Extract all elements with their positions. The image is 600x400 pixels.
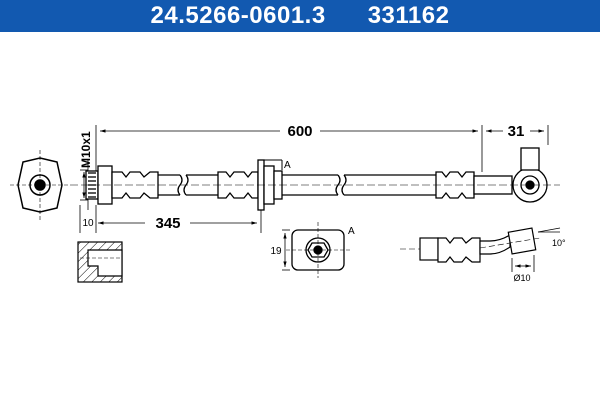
end-offset-dimension bbox=[486, 125, 549, 145]
mid-bracket-offset-label: 345 bbox=[155, 215, 180, 232]
reference-number: 331162 bbox=[367, 2, 450, 29]
bracket-width-dimension bbox=[282, 229, 290, 271]
section-a-marker-label: A bbox=[284, 160, 291, 171]
port-section-view bbox=[77, 241, 123, 283]
section-a-view-label: A bbox=[348, 226, 355, 237]
end-diameter-label: Ø10 bbox=[513, 273, 530, 283]
bend-angle-label: 10° bbox=[552, 238, 566, 248]
thread-spec-label: M10x1 bbox=[79, 131, 93, 168]
bend-angle-dimension bbox=[537, 227, 561, 233]
title-bar: 24.5266-0601.3 331162 bbox=[0, 0, 600, 32]
thread-length-label: 10 bbox=[82, 218, 94, 229]
overall-length-dimension bbox=[95, 125, 483, 172]
end-diameter-dimension bbox=[511, 255, 535, 272]
brake-hose-technical-drawing: M10x1 600 31 bbox=[10, 123, 566, 283]
bent-end-detail bbox=[400, 227, 541, 263]
end-fitting-face-view bbox=[10, 150, 70, 220]
section-a-marker bbox=[260, 159, 283, 170]
overall-length-label: 600 bbox=[287, 123, 312, 140]
end-offset-label: 31 bbox=[508, 123, 525, 140]
lower-dimensions bbox=[79, 205, 262, 233]
section-a-view bbox=[286, 222, 350, 278]
brake-hose-assembly bbox=[85, 147, 548, 211]
bracket-width-label: 19 bbox=[270, 246, 282, 257]
part-number: 24.5266-0601.3 bbox=[150, 2, 326, 29]
